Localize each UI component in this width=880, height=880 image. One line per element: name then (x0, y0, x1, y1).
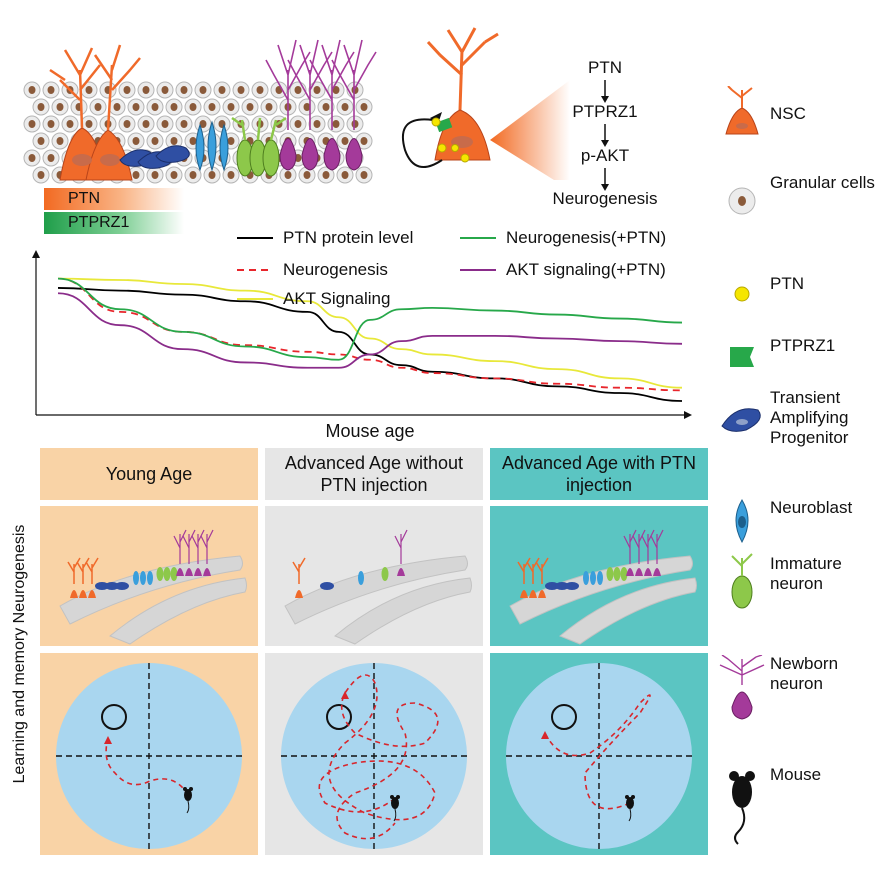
granular-cell-icon (728, 187, 756, 215)
swim-path (318, 674, 439, 840)
platform-circle (326, 704, 352, 730)
nsc-dendrites (426, 27, 499, 111)
granular-layer-illustration (23, 39, 377, 184)
legend-label: Newborn neuron (770, 654, 839, 693)
neurogenesis-panel-1 (265, 506, 483, 646)
platform-circle (551, 704, 577, 730)
mouse-age-line-chart (32, 250, 692, 419)
nsc-signaling-illustration (402, 27, 570, 180)
water-maze-panel-0 (40, 653, 258, 855)
dentate-gyrus (284, 555, 472, 645)
chart-legend-swatch (237, 237, 273, 239)
x-axis-label: Mouse age (325, 421, 415, 441)
legend-label: Immature neuron (770, 554, 842, 593)
ptprz1-receptor-icon (730, 347, 754, 367)
mouse-icon (729, 771, 755, 845)
chart-legend-label: AKT signaling(+PTN) (506, 260, 666, 279)
legend-label: Neuroblast (770, 498, 853, 517)
series-line-4 (57, 292, 683, 369)
chart-legend-label: Neurogenesis(+PTN) (506, 228, 667, 247)
chart-legend-swatch (237, 269, 273, 271)
ptn-dot-icon (734, 286, 750, 302)
legend-label: PTPRZ1 (770, 336, 836, 355)
newborn-neuron-cells (265, 39, 377, 171)
pathway-step-ptn: PTN (588, 58, 622, 77)
nsc-cells (49, 44, 141, 181)
tap-cells (119, 145, 190, 169)
newborn-neuron-icon (719, 655, 765, 720)
ptprz1-gradient-bar: PTPRZ1 (44, 212, 184, 234)
mouse-icon (183, 787, 193, 814)
tap-icon (721, 408, 761, 432)
immature-neuron-cells (231, 116, 287, 177)
chart-legend-entry: PTN protein level (235, 228, 413, 248)
chart-legend-swatch (460, 269, 496, 271)
chart-legend-entry: AKT signaling(+PTN) (458, 260, 666, 280)
pathway-step-neurogenesis: Neurogenesis (552, 189, 658, 208)
water-maze-panel-2 (490, 653, 708, 855)
chart-axes (32, 250, 692, 419)
cell-cluster (517, 529, 664, 598)
chart-legend-swatch (237, 298, 273, 300)
legend-label: NSC (770, 104, 806, 123)
chart-legend-label: Neurogenesis (283, 260, 388, 279)
legend-label: Mouse (770, 765, 822, 784)
immature-neuron-icon (731, 553, 753, 609)
pathway-step-ptprz1: PTPRZ1 (572, 102, 638, 121)
cell-cluster (292, 529, 408, 598)
chart-legend-label: AKT Signaling (283, 289, 391, 308)
condition-header-1: Advanced Age without PTN injection (265, 448, 483, 500)
legend-label: PTN (770, 274, 804, 293)
neuroblast-icon (735, 499, 749, 544)
legend-label: Transient Amplifying Progenitor (770, 388, 849, 447)
series-line-3 (57, 277, 683, 361)
water-maze-panel-1 (265, 653, 483, 855)
mouse-icon (625, 795, 635, 822)
swim-path (105, 737, 189, 796)
chart-legend-entry: Neurogenesis(+PTN) (458, 228, 666, 248)
series-line-1 (57, 277, 683, 392)
ptn-gradient-bar: PTN (44, 188, 184, 210)
swim-path (544, 694, 651, 810)
y-axis-label: Learning and memory Neurogenesis (11, 524, 28, 784)
condition-header-2: Advanced Age with PTN injection (490, 448, 708, 500)
pathway-step-pakt: p-AKT (580, 146, 630, 165)
neurogenesis-panel-2 (490, 506, 708, 646)
series-line-2 (57, 277, 683, 389)
nsc-icon (725, 86, 759, 135)
pathway-arrows (601, 80, 609, 191)
neurogenesis-panel-0 (40, 506, 258, 646)
ptn-dot-icon (431, 117, 441, 127)
autocrine-loop-arrow (402, 118, 443, 169)
legend-label: Granular cells (770, 173, 875, 192)
chart-legend-entry: Neurogenesis (235, 260, 388, 280)
cell-cluster (67, 529, 214, 598)
chart-legend-label: PTN protein level (283, 228, 414, 247)
chart-legend-swatch (460, 237, 496, 239)
chart-legend-entry: AKT Signaling (235, 289, 390, 309)
condition-header-0: Young Age (40, 448, 258, 500)
neuroblast-cells (195, 120, 229, 172)
platform-circle (101, 704, 127, 730)
mouse-icon (390, 795, 400, 822)
nsc-body (434, 109, 491, 161)
